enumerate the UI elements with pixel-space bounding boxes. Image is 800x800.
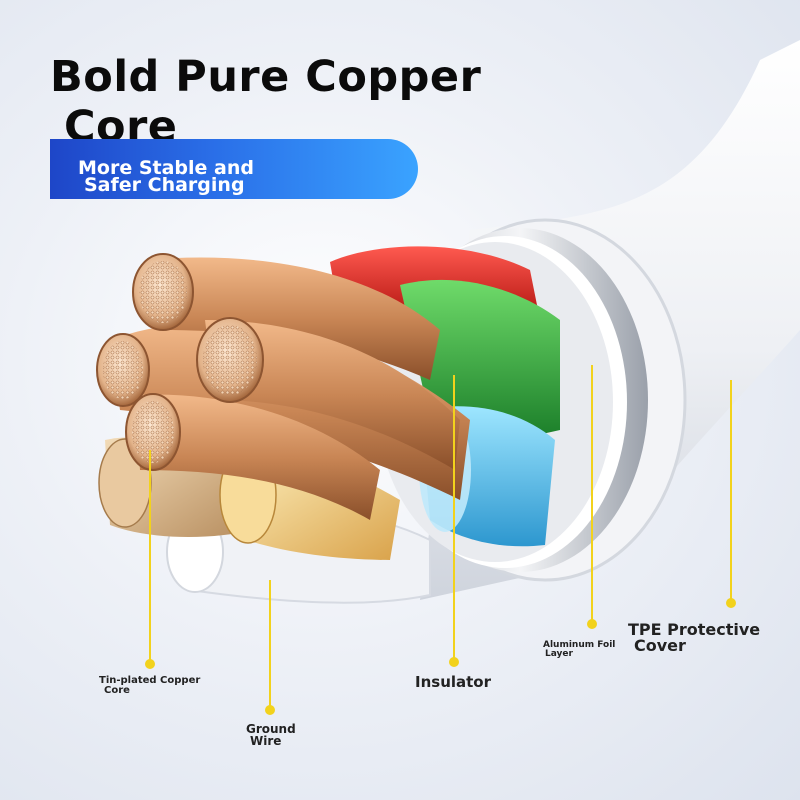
label-tpe-cover: TPE Protective Cover — [628, 622, 760, 654]
banner-line-2: Safer Charging — [84, 174, 245, 196]
label-ground-wire: Ground Wire — [246, 723, 296, 747]
label-foil-line-1: Aluminum Foil — [543, 640, 616, 650]
label-tpe-line-1: TPE Protective — [628, 620, 761, 639]
label-ground-line-1: Ground — [246, 722, 296, 736]
label-ground-line-2: Wire — [250, 734, 282, 748]
label-tin-plated-core: Tin-plated Copper Core — [99, 676, 200, 696]
label-tin-plated-line-2: Core — [104, 685, 130, 696]
label-insulator: Insulator — [415, 673, 492, 691]
label-foil-line-2: Layer — [545, 649, 573, 659]
label-tpe-line-2: Cover — [634, 636, 686, 655]
label-aluminum-foil: Aluminum Foil Layer — [543, 641, 615, 659]
callout-lines — [145, 365, 736, 715]
page-title: Bold Pure Copper Core — [50, 52, 481, 152]
feature-banner: More Stable and Safer Charging — [50, 139, 418, 199]
banner-line-1: More Stable and — [78, 157, 254, 179]
copper-bundle-low — [135, 394, 380, 520]
label-tin-plated-line-1: Tin-plated Copper — [99, 675, 201, 686]
green-wire — [400, 279, 560, 437]
title-line-1: Bold Pure Copper — [50, 52, 482, 102]
copper-bundle-top — [145, 257, 440, 380]
copper-bundle-mid — [205, 320, 460, 470]
